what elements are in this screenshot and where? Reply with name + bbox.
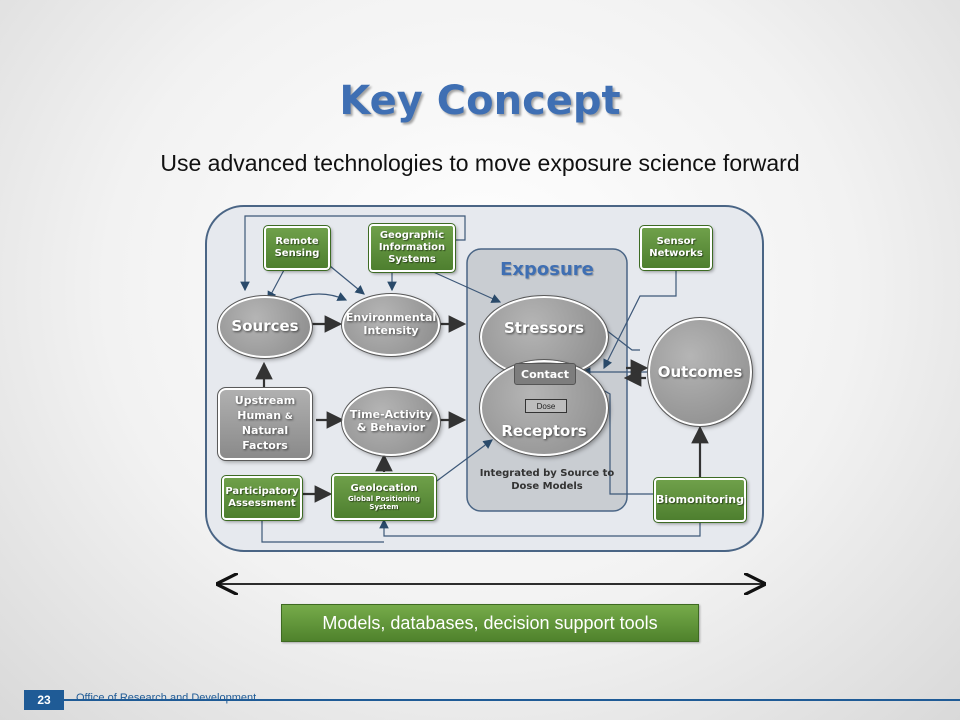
participatory-assessment-box: Participatory Assessment <box>221 475 303 521</box>
upstream-line3: Natural <box>241 424 289 437</box>
upstream-human: Human <box>237 409 282 423</box>
upstream-line2: Human & <box>237 409 292 424</box>
geolocation-box: Geolocation Global Positioning System <box>331 473 437 521</box>
page-number: 23 <box>24 690 64 710</box>
remote-sensing-box: Remote Sensing <box>263 225 331 271</box>
geolocation-sub2: System <box>369 503 399 511</box>
geolocation-label: Geolocation <box>350 482 418 494</box>
contact-label: Contact <box>514 363 576 385</box>
slide-subtitle: Use advanced technologies to move exposu… <box>160 150 800 176</box>
slide-title: Key Concept <box>339 78 621 124</box>
upstream-amp: & <box>284 412 293 423</box>
sources-node: Sources <box>217 295 313 359</box>
footer-text: Office of Research and Development <box>76 692 257 704</box>
environmental-intensity-node: Environmental Intensity <box>341 293 441 357</box>
outcomes-node: Outcomes <box>647 317 753 427</box>
models-databases-box: Models, databases, decision support tool… <box>281 604 699 642</box>
sensor-networks-box: Sensor Networks <box>639 225 713 271</box>
time-activity-node: Time-Activity & Behavior <box>341 387 441 457</box>
exposure-label: Exposure <box>500 259 594 280</box>
footer-rule <box>64 699 960 701</box>
upstream-line1: Upstream <box>234 394 296 408</box>
integrated-label: Integrated by Source to Dose Models <box>479 468 615 492</box>
biomonitoring-box: Biomonitoring <box>653 477 747 523</box>
dose-label: Dose <box>525 399 567 413</box>
geolocation-sub1: Global Positioning <box>348 494 420 503</box>
upstream-factors-box: Upstream Human & Natural Factors <box>217 387 313 461</box>
gis-box: Geographic Information Systems <box>368 223 456 273</box>
upstream-line4: Factors <box>242 438 288 452</box>
